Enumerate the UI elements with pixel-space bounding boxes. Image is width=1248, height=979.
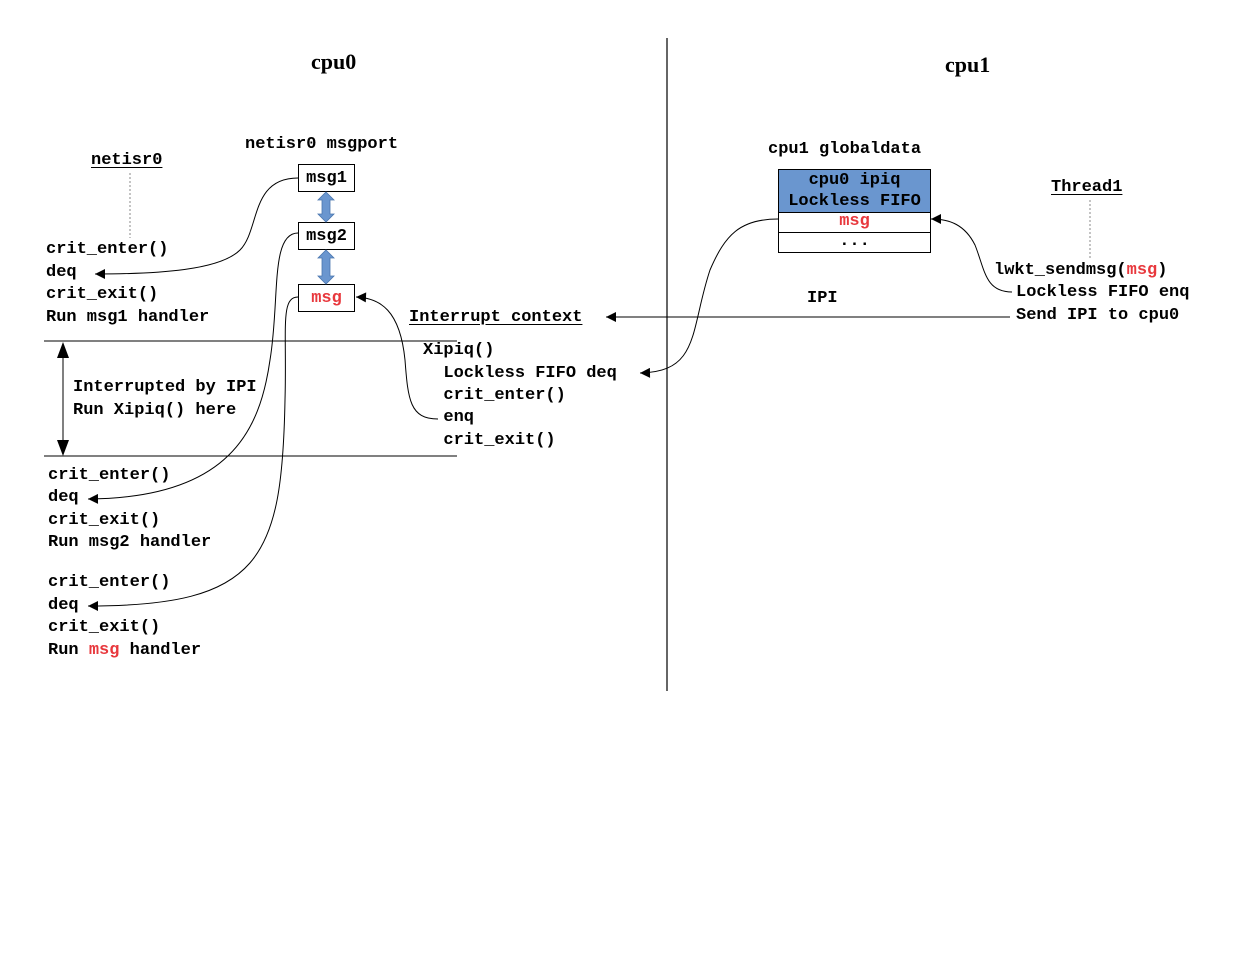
fifo-deq-arrow <box>639 218 779 378</box>
msgport-link-icon <box>317 249 335 285</box>
cpu1-title: cpu1 <box>945 52 991 77</box>
step-line: Lockless FIFO enq <box>1016 283 1190 302</box>
xipiq-line: crit_exit() <box>423 431 556 450</box>
msgport-link-icon <box>317 191 335 223</box>
msgport-item-msg2: msg2 <box>298 222 355 250</box>
block2-line: deq <box>48 488 79 507</box>
block2-line: crit_exit() <box>48 511 161 530</box>
msg-highlight: msg <box>1126 261 1158 280</box>
block1-line: deq <box>46 263 77 282</box>
msg1-deq-arrow <box>94 177 299 279</box>
msg-highlight: msg <box>88 641 120 660</box>
block1-line: Run msg1 handler <box>46 308 210 327</box>
block3-line: crit_enter() <box>48 573 171 592</box>
xipiq-line: enq <box>423 408 475 427</box>
fifo-enq-arrow <box>930 214 1013 293</box>
sendmsg-line: lwkt_sendmsg(msg) <box>994 261 1167 281</box>
msgport-item-msg1: msg1 <box>298 164 355 192</box>
block1-line: crit_enter() <box>46 240 169 259</box>
block1-line: crit_exit() <box>46 285 159 304</box>
fifo-header: cpu0 ipiq Lockless FIFO <box>779 170 930 213</box>
block3-last-line: Run msg handler <box>48 641 201 661</box>
interrupt-note-line: Interrupted by IPI <box>73 378 257 397</box>
fifo-header-line: cpu0 ipiq <box>808 171 901 190</box>
enq-msg-arrow <box>355 292 439 420</box>
block2-line: Run msg2 handler <box>48 533 212 552</box>
block2-line: crit_enter() <box>48 466 171 485</box>
text-suffix: handler <box>119 641 202 660</box>
text-prefix: Run <box>48 641 89 660</box>
block3-line: deq <box>48 596 79 615</box>
thread1-label: Thread1 <box>1051 178 1123 197</box>
fifo-cell-msg: msg <box>779 213 930 232</box>
interrupt-context-label: Interrupt context <box>409 308 583 327</box>
msg-deq-arrow <box>87 296 299 611</box>
msgport-label: netisr0 msgport <box>245 135 399 154</box>
ipi-label: IPI <box>807 289 838 308</box>
step-line: Send IPI to cpu0 <box>1016 306 1180 325</box>
fifo-cell-ellipsis: ... <box>779 232 930 252</box>
fifo-header-line: Lockless FIFO <box>788 192 921 211</box>
cpu0-title: cpu0 <box>311 49 357 74</box>
msgport-item-msg: msg <box>298 284 355 312</box>
interrupt-note-line: Run Xipiq() here <box>73 401 237 420</box>
globaldata-label: cpu1 globaldata <box>768 140 922 159</box>
block3-line: crit_exit() <box>48 618 161 637</box>
text-prefix: lwkt_sendmsg( <box>994 261 1127 280</box>
ipiq-fifo: cpu0 ipiq Lockless FIFO msg ... <box>778 169 931 253</box>
netisr0-label: netisr0 <box>91 151 163 170</box>
interrupt-span-arrow-top <box>57 342 69 358</box>
msg2-deq-arrow <box>87 232 299 504</box>
xipiq-line: crit_enter() <box>423 386 566 405</box>
xipiq-line: Xipiq() <box>423 341 495 360</box>
xipiq-line: Lockless FIFO deq <box>423 364 617 383</box>
interrupt-span-arrow-bottom <box>57 440 69 456</box>
text-suffix: ) <box>1157 261 1168 280</box>
